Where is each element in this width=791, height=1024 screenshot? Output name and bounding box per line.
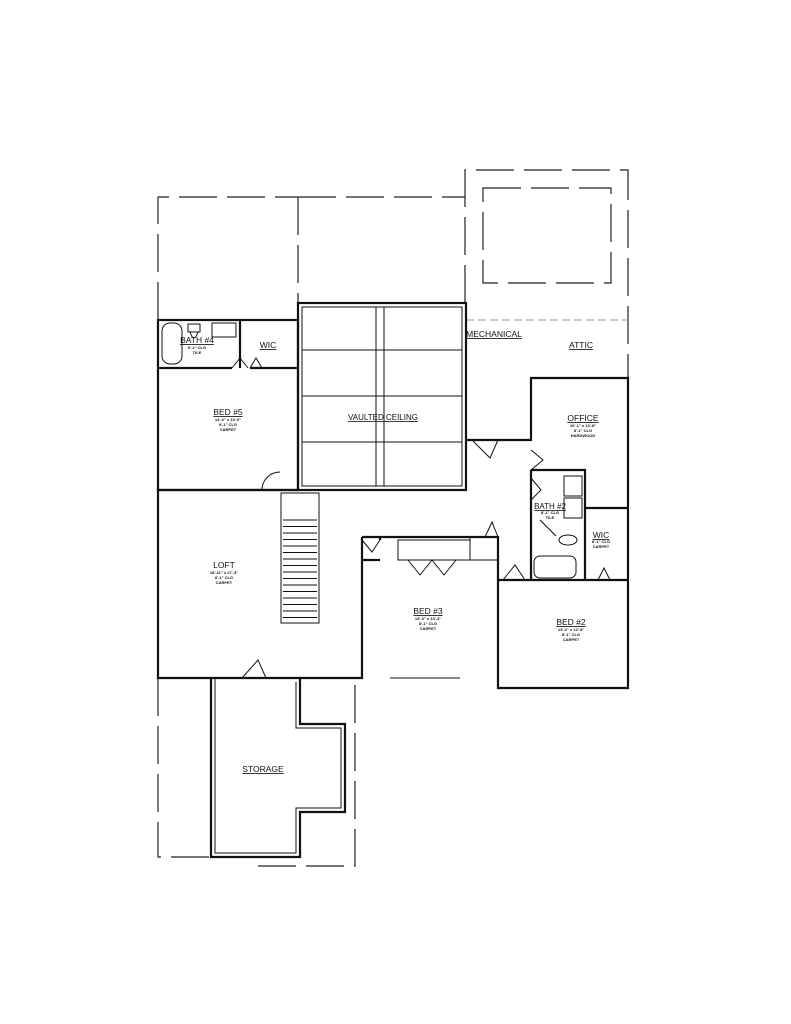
svg-text:HARDWOOD: HARDWOOD [571, 433, 596, 438]
room-label-attic: ATTIC [569, 340, 593, 350]
vaulted-ceiling-walls [296, 301, 468, 492]
room-label-bed2: BED #2 [556, 617, 586, 627]
bed3-walls [361, 520, 499, 679]
svg-text:8'-1" CLG: 8'-1" CLG [592, 539, 610, 544]
room-label-wic2: WIC [593, 530, 610, 540]
svg-text:8'-1" CLG: 8'-1" CLG [419, 621, 437, 626]
room-label-bed5: BED #5 [213, 407, 243, 417]
roof-outline [157, 169, 629, 867]
svg-text:10'-1" x 13'-8": 10'-1" x 13'-8" [570, 423, 596, 428]
room-label-mechanical: MECHANICAL [466, 329, 522, 339]
svg-text:8'-1" CLG: 8'-1" CLG [562, 632, 580, 637]
loft-walls [156, 376, 630, 690]
svg-text:9'-1" CLG: 9'-1" CLG [219, 422, 237, 427]
svg-text:13'-0" x 13'-3": 13'-0" x 13'-3" [415, 616, 441, 621]
svg-text:CARPET: CARPET [220, 427, 237, 432]
room-label-wic: WIC [260, 340, 277, 350]
svg-text:CARPET: CARPET [216, 580, 233, 585]
svg-text:8'-1" CLG: 8'-1" CLG [574, 428, 592, 433]
room-labels: BATH #4 9'-1" CLG TILE WIC BED #5 14'-0"… [180, 329, 610, 774]
svg-text:13'-0" x 12'-8": 13'-0" x 12'-8" [558, 627, 584, 632]
storage-walls [209, 678, 347, 859]
svg-text:TILE: TILE [193, 350, 202, 355]
svg-text:8'-1" CLG: 8'-1" CLG [541, 510, 559, 515]
svg-text:TILE: TILE [546, 515, 555, 520]
room-label-bed3: BED #3 [413, 606, 443, 616]
room-label-vaulted: VAULTED CEILING [348, 413, 418, 422]
room-label-bath2: BATH #2 [534, 502, 566, 511]
east-rooms-walls [471, 439, 628, 689]
svg-text:CARPET: CARPET [593, 544, 610, 549]
room-label-storage: STORAGE [242, 764, 284, 774]
west-rooms-walls [156, 318, 300, 492]
room-label-loft: LOFT [213, 560, 235, 570]
svg-text:14'-0" x 13'-0": 14'-0" x 13'-0" [215, 417, 241, 422]
svg-text:CARPET: CARPET [420, 626, 437, 631]
svg-text:18'-11" x 27'-3": 18'-11" x 27'-3" [210, 570, 238, 575]
svg-text:CARPET: CARPET [563, 637, 580, 642]
svg-text:9'-1" CLG: 9'-1" CLG [188, 345, 206, 350]
svg-text:8'-1" CLG: 8'-1" CLG [215, 575, 233, 580]
stairs [283, 519, 317, 618]
room-label-office: OFFICE [567, 413, 598, 423]
room-label-bath4: BATH #4 [180, 335, 214, 345]
